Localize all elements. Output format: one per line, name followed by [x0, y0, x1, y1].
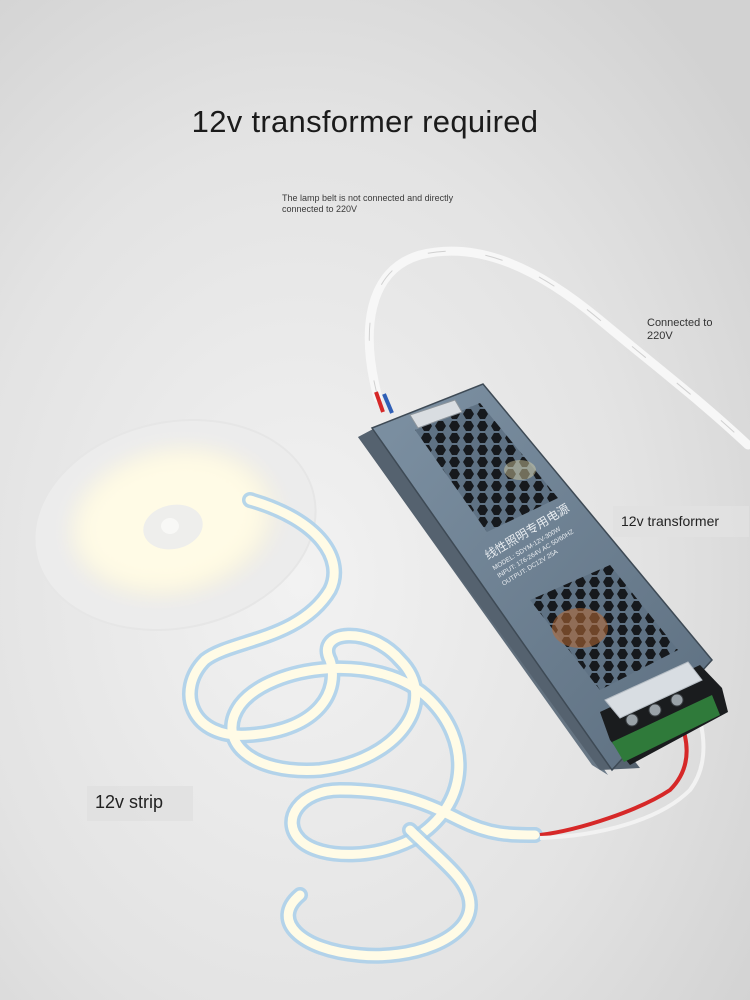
transformer-device: 线性照明专用电源 MODEL: SDYM-12V-300W INPUT: 176…	[358, 383, 728, 775]
output-wire-red	[539, 719, 689, 837]
strip-label: 12v strip	[87, 786, 193, 821]
output-wire-white	[539, 719, 706, 840]
warning-note: The lamp belt is not connected and direc…	[282, 193, 454, 214]
led-strip	[182, 492, 543, 964]
input-wire-blue	[382, 393, 394, 414]
transformer-label: 12v transformer	[613, 506, 749, 537]
mains-label: Connected to 220V	[647, 317, 713, 342]
input-wire-red	[374, 391, 385, 413]
headline: 12v transformer required	[191, 104, 539, 139]
output-terminal-block	[600, 661, 728, 765]
led-spool	[33, 419, 317, 631]
